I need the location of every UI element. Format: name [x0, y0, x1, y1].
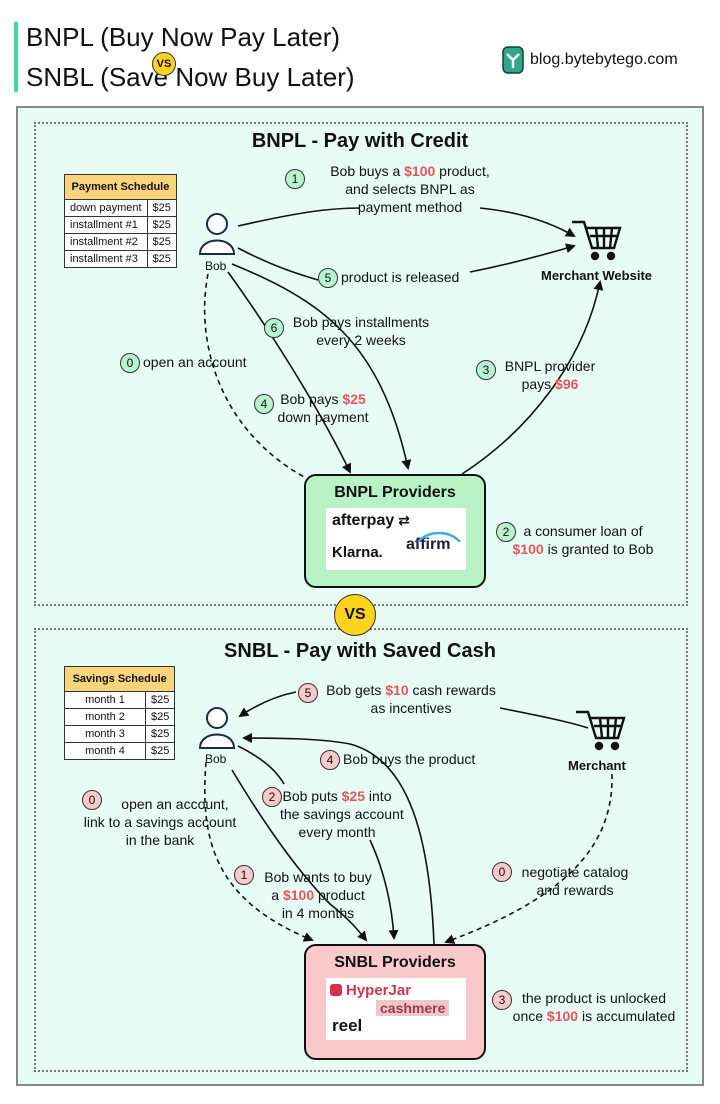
- afterpay-logo: afterpay ⇄: [332, 512, 410, 529]
- arrow-reward-to-bob: [238, 691, 297, 718]
- affirm-logo: affirm: [406, 532, 461, 554]
- table-row: installment #2$25: [64, 233, 177, 251]
- person-icon: [198, 707, 236, 749]
- bnpl-providers-title: BNPL Providers: [334, 484, 456, 501]
- arrow-provider-to-merchant: [461, 280, 604, 475]
- klarna-logo: Klarna.: [332, 544, 383, 561]
- step-badge: 2: [496, 522, 516, 542]
- arrow-merchant-reward-tail: [499, 707, 589, 729]
- bnpl-step2-label: a consumer loan of $100 is granted to Bo…: [512, 523, 654, 557]
- table-row: month 3$25: [64, 725, 176, 743]
- arrow-merchant-negotiate: [444, 773, 613, 944]
- step-badge: 0: [82, 790, 102, 810]
- snbl-step0a-label: open an account, link to a savings accou…: [83, 796, 237, 848]
- snbl-providers-title: SNBL Providers: [334, 954, 456, 971]
- title-accent-bar: [14, 22, 18, 92]
- bnpl-providers-box: BNPL Providers afterpay ⇄ Klarna. affirm: [304, 474, 486, 588]
- snbl-step1-label: Bob wants to buy a $100 product in 4 mon…: [264, 869, 372, 921]
- arrow-merchant-to-bob: [237, 246, 574, 281]
- table-row: installment #3$25: [64, 250, 177, 268]
- shopping-cart-icon: [576, 710, 626, 751]
- table-row: month 2$25: [64, 708, 176, 726]
- step-badge: 3: [476, 360, 496, 380]
- brand[interactable]: blog.bytebytego.com: [502, 46, 678, 74]
- reel-logo: reel: [332, 1016, 363, 1035]
- bob-label: Bob: [205, 259, 227, 273]
- cashmere-logo: cashmere: [376, 1000, 450, 1016]
- affirm-arc-icon: [417, 532, 461, 542]
- bob-label: Bob: [205, 752, 227, 766]
- person-icon: [198, 213, 236, 255]
- arrow-bob-to-provider-installments: [231, 263, 412, 470]
- step-badge: 5: [298, 683, 318, 703]
- title-snbl: SNBL (Save Now Buy Later): [26, 62, 355, 92]
- table-row: month 4$25: [64, 742, 176, 760]
- bnpl-logos: afterpay ⇄ Klarna. affirm: [326, 508, 466, 570]
- brand-url: blog.bytebytego.com: [530, 51, 678, 68]
- snbl-providers-box: SNBL Providers HyperJar cashmere reel: [304, 944, 486, 1060]
- bytebytego-logo-icon: [502, 46, 524, 74]
- title-bnpl: BNPL (Buy Now Pay Later): [26, 22, 341, 52]
- merchant-website-label: Merchant Website: [541, 268, 653, 283]
- payment-schedule-table: Payment Schedule down payment$25 install…: [64, 174, 177, 268]
- step-badge: 2: [262, 787, 282, 807]
- step-badge: 3: [492, 990, 512, 1010]
- snbl-step3-label: the product is unlocked once $100 is acc…: [512, 990, 676, 1024]
- arrow-bob-savings: [237, 745, 394, 938]
- savings-schedule-header: Savings Schedule: [63, 666, 176, 692]
- jar-icon: [330, 984, 342, 996]
- table-row: down payment$25: [64, 199, 177, 217]
- snbl-step5-label: Bob gets $10 cash rewards as incentives: [326, 682, 496, 716]
- arrow-provider-to-bob: [242, 733, 435, 945]
- payment-schedule-header: Payment Schedule: [64, 174, 177, 200]
- arrow-bob-wants-to-buy: [231, 769, 368, 942]
- step-badge: 1: [234, 865, 254, 885]
- bnpl-step3-label: BNPL provider pays $96: [504, 358, 596, 392]
- hyperjar-logo: HyperJar: [330, 982, 411, 999]
- step-badge: 0: [492, 862, 512, 882]
- bnpl-step1-label: Bob buys a $100 product, and selects BNP…: [330, 163, 490, 215]
- step-badge: 1: [285, 169, 305, 189]
- bnpl-step4-label: Bob pays $25 down payment: [277, 391, 369, 425]
- savings-schedule-table: Savings Schedule month 1$25 month 2$25 m…: [63, 666, 176, 760]
- table-row: month 1$25: [64, 691, 176, 709]
- arrow-bob-to-provider-down-payment: [227, 271, 352, 474]
- merchant-label: Merchant: [568, 758, 626, 773]
- arrow-bob-to-provider-open-account: [203, 273, 307, 479]
- snbl-logos: HyperJar cashmere reel: [326, 978, 466, 1040]
- table-row: installment #1$25: [64, 216, 177, 234]
- snbl-section-title: SNBL - Pay with Saved Cash: [224, 640, 496, 662]
- step-badge: 6: [264, 318, 284, 338]
- step-badge: 4: [254, 394, 274, 414]
- shopping-cart-icon: [572, 220, 622, 261]
- bnpl-section-title: BNPL - Pay with Credit: [251, 130, 469, 152]
- vs-badge: VS: [334, 594, 376, 636]
- arrow-bob-to-merchant: [237, 207, 574, 236]
- title-vs-badge: VS: [152, 52, 176, 76]
- snbl-step2-label: Bob puts $25 into the savings account ev…: [280, 788, 404, 840]
- arrow-bob-open-account: [204, 761, 314, 942]
